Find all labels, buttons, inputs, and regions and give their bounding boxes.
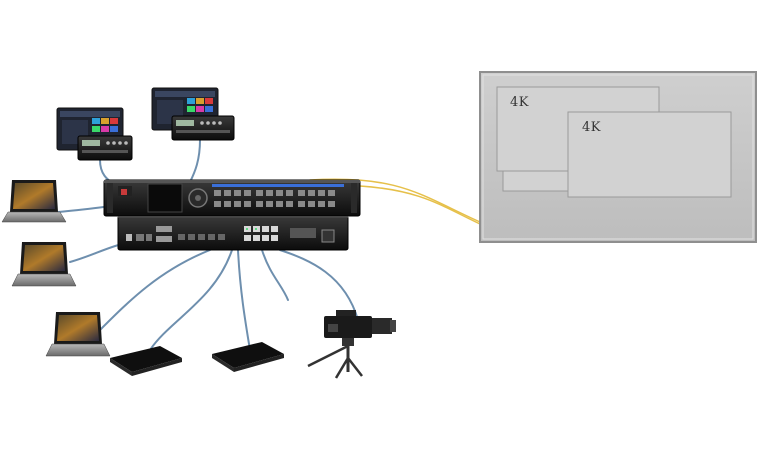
cable-display-out — [261, 249, 289, 301]
cable-fiber-1 — [309, 178, 481, 223]
cable-laptop-3 — [99, 249, 211, 331]
window-4k-b — [567, 111, 732, 198]
cable-camera — [279, 249, 359, 321]
sending-box — [117, 215, 349, 251]
media-player-1 — [110, 346, 182, 376]
cable-fiber-2 — [359, 185, 481, 225]
cable-player-2 — [237, 249, 251, 351]
video-camera — [307, 310, 396, 379]
media-player-2 — [212, 342, 284, 372]
window-4k-a-lower — [502, 170, 570, 192]
console-left — [56, 107, 133, 161]
laptop-1 — [1, 180, 67, 223]
cable-player-1 — [149, 249, 233, 351]
window-4k-b-label: 4K — [582, 120, 601, 135]
laptop-2 — [11, 242, 77, 287]
cables — [57, 139, 481, 351]
processor-buttons — [214, 190, 335, 207]
cable-console-right — [189, 139, 201, 183]
window-4k-a-label: 4K — [510, 95, 529, 110]
video-processor — [103, 179, 361, 217]
console-right — [151, 87, 235, 141]
laptop-3 — [45, 312, 111, 357]
led-screen — [479, 71, 757, 243]
